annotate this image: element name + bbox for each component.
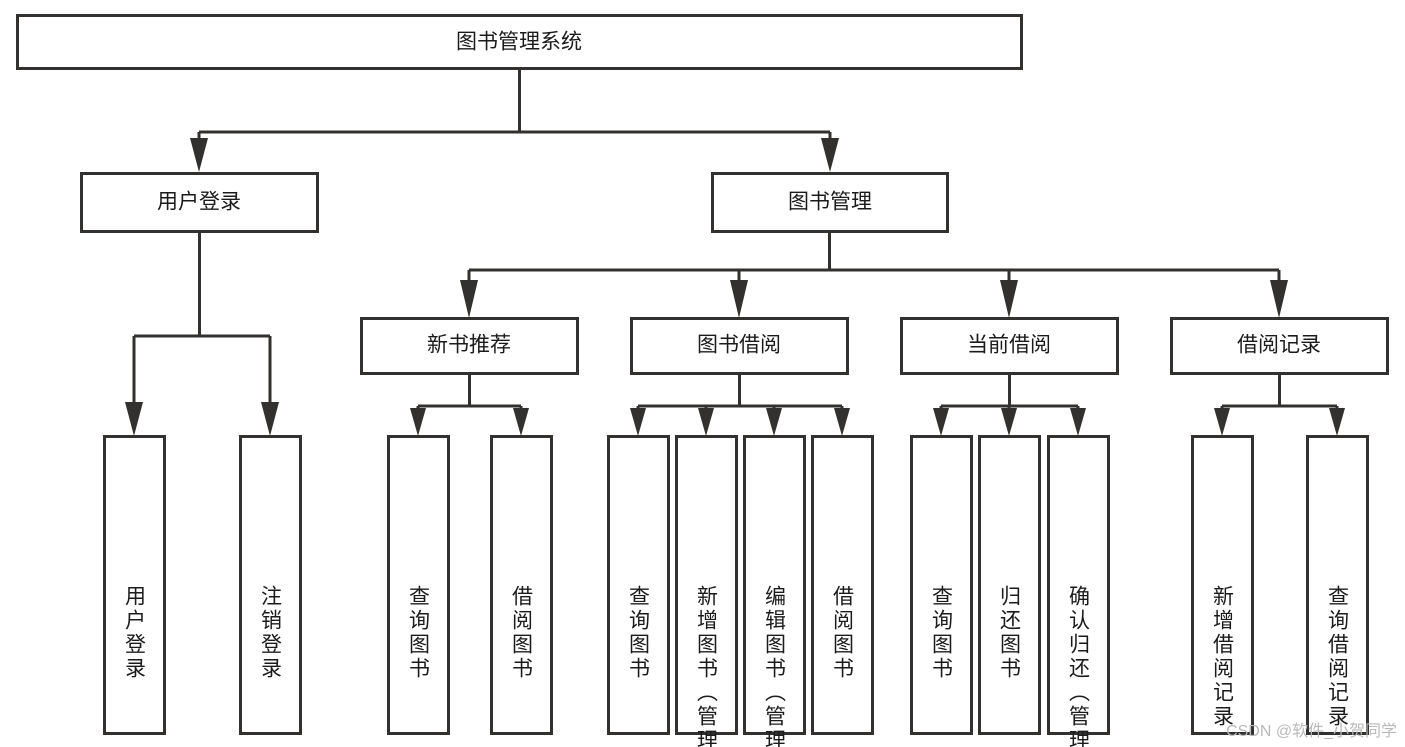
node-leaf-query-book-3[interactable]: 查询图书 [910,435,973,735]
arrow-nbr-leaf-2 [513,408,529,436]
node-title[interactable]: 图书管理系统 [16,14,1023,70]
node-leaf-add-book-label: 新增图书（管理员） [695,585,719,747]
node-leaf-confirm-return-box[interactable] [1047,435,1110,735]
node-new-book-recommend-box[interactable] [360,317,579,375]
node-leaf-query-book-1-box[interactable] [387,435,450,735]
arrow-bm-to-book-borrow [730,280,748,318]
node-leaf-query-book-2-label: 查询图书 [627,585,651,681]
arrow-root-to-user-login [190,138,208,172]
arrow-bb-leaf-3 [766,408,782,436]
node-leaf-return-book-label: 归还图书 [998,585,1022,681]
node-title-label: 图书管理系统 [456,31,582,54]
connector-layer [125,68,1345,436]
arrow-cb-leaf-3 [1070,408,1086,436]
node-borrow-record-label: 借阅记录 [1237,334,1321,357]
node-leaf-edit-book-box[interactable] [743,435,806,735]
arrow-bb-leaf-1 [630,408,646,436]
node-leaf-borrow-book-2-label: 借阅图书 [831,585,855,681]
node-book-management-label: 图书管理 [788,191,872,214]
arrow-bb-leaf-2 [698,408,714,436]
arrow-bm-to-new-book-recommend [460,280,478,318]
arrow-bb-leaf-4 [834,408,850,436]
node-title-box[interactable] [16,14,1023,70]
node-leaf-borrow-book-2-box[interactable] [811,435,874,735]
node-book-borrow-label: 图书借阅 [697,334,781,357]
node-new-book-recommend[interactable]: 新书推荐 [360,317,579,375]
node-leaf-logout-login-box[interactable] [239,435,302,735]
node-leaf-query-record-label: 查询借阅记录 [1326,585,1350,729]
node-current-borrow-box[interactable] [900,317,1119,375]
node-leaf-confirm-return[interactable]: 确认归还（管理员） [1047,435,1110,747]
node-current-borrow[interactable]: 当前借阅 [900,317,1119,375]
arrow-bm-to-borrow-record [1270,280,1288,318]
arrow-user-login-leaf-1 [125,402,143,436]
node-leaf-edit-book[interactable]: 编辑图书（管理员） [743,435,806,747]
arrow-bm-to-current-borrow [1000,280,1018,318]
node-user-login[interactable]: 用户登录 [80,172,319,233]
arrow-cb-leaf-1 [933,408,949,436]
node-leaf-query-book-2-box[interactable] [607,435,670,735]
node-leaf-logout-login[interactable]: 注销登录 [239,435,302,735]
node-leaf-borrow-book-2[interactable]: 借阅图书 [811,435,874,735]
node-leaf-add-record[interactable]: 新增借阅记录 [1191,435,1254,735]
node-leaf-logout-login-label: 注销登录 [259,585,283,681]
node-leaf-query-book-2[interactable]: 查询图书 [607,435,670,735]
node-leaf-edit-book-label: 编辑图书（管理员） [763,585,787,747]
node-leaf-add-record-label: 新增借阅记录 [1211,585,1235,729]
node-user-login-label: 用户登录 [157,191,241,214]
node-leaf-confirm-return-label: 确认归还（管理员） [1067,585,1091,747]
node-leaf-user-login-label: 用户登录 [123,585,147,681]
arrow-cb-leaf-2 [1001,408,1017,436]
node-leaf-add-record-box[interactable] [1191,435,1254,735]
node-leaf-user-login-box[interactable] [103,435,166,735]
arrow-br-leaf-2 [1329,408,1345,436]
node-user-login-box[interactable] [80,172,319,233]
node-leaf-query-record-box[interactable] [1306,435,1369,735]
node-borrow-record[interactable]: 借阅记录 [1170,317,1389,375]
node-current-borrow-label: 当前借阅 [967,334,1051,357]
node-book-borrow-box[interactable] [630,317,849,375]
arrow-user-login-leaf-2 [261,402,279,436]
arrow-br-leaf-1 [1214,408,1230,436]
node-leaf-query-record[interactable]: 查询借阅记录 [1306,435,1369,735]
node-leaf-query-book-3-label: 查询图书 [930,585,954,681]
node-leaf-add-book-box[interactable] [675,435,738,735]
arrow-root-to-book-management [821,138,839,172]
node-leaf-query-book-1[interactable]: 查询图书 [387,435,450,735]
node-leaf-query-book-3-box[interactable] [910,435,973,735]
node-borrow-record-box[interactable] [1170,317,1389,375]
node-leaf-return-book-box[interactable] [978,435,1041,735]
node-book-management-box[interactable] [711,172,949,233]
node-leaf-query-book-1-label: 查询图书 [407,585,431,681]
node-leaf-add-book[interactable]: 新增图书（管理员） [675,435,738,747]
node-leaf-borrow-book-1[interactable]: 借阅图书 [490,435,553,735]
node-new-book-recommend-label: 新书推荐 [427,334,511,357]
node-book-borrow[interactable]: 图书借阅 [630,317,849,375]
node-book-management[interactable]: 图书管理 [711,172,949,233]
node-leaf-return-book[interactable]: 归还图书 [978,435,1041,735]
node-leaf-borrow-book-1-label: 借阅图书 [510,585,534,681]
node-leaf-user-login[interactable]: 用户登录 [103,435,166,735]
node-leaf-borrow-book-1-box[interactable] [490,435,553,735]
arrow-nbr-leaf-1 [410,408,426,436]
